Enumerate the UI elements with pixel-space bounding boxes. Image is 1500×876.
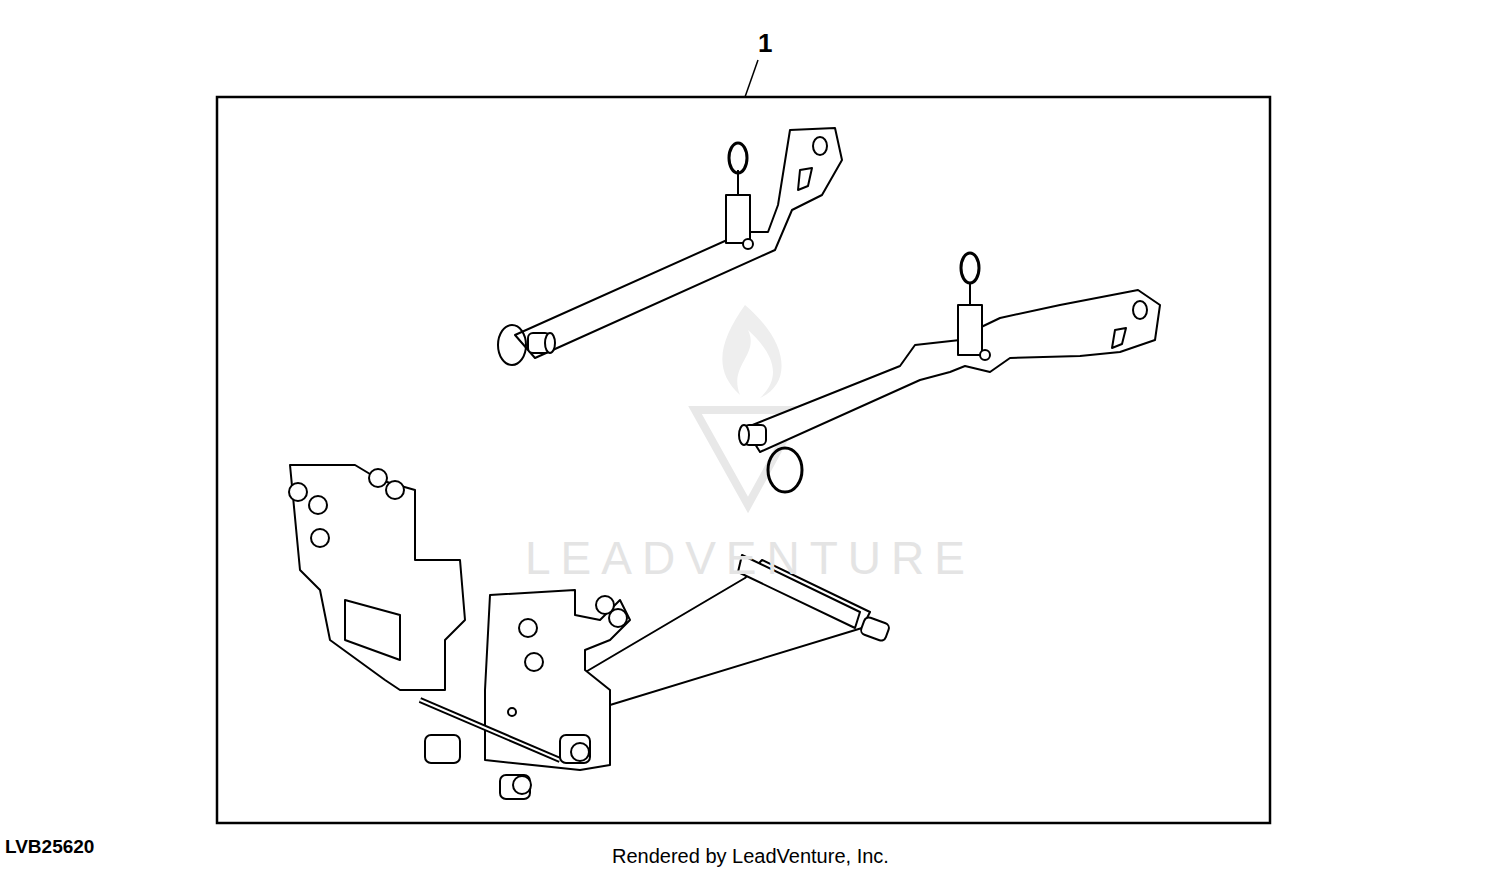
lift-arm bbox=[498, 128, 842, 365]
lift-arm bbox=[739, 253, 1160, 492]
callout-number: 1 bbox=[758, 30, 772, 56]
hitch-bracket bbox=[289, 465, 890, 799]
frame bbox=[217, 97, 1270, 823]
leader-line bbox=[745, 60, 758, 97]
figure-id: LVB25620 bbox=[5, 837, 94, 856]
watermark-logo bbox=[695, 305, 800, 505]
watermark: LEADVENTURE bbox=[525, 535, 975, 581]
render-credit: Rendered by LeadVenture, Inc. bbox=[612, 846, 889, 866]
